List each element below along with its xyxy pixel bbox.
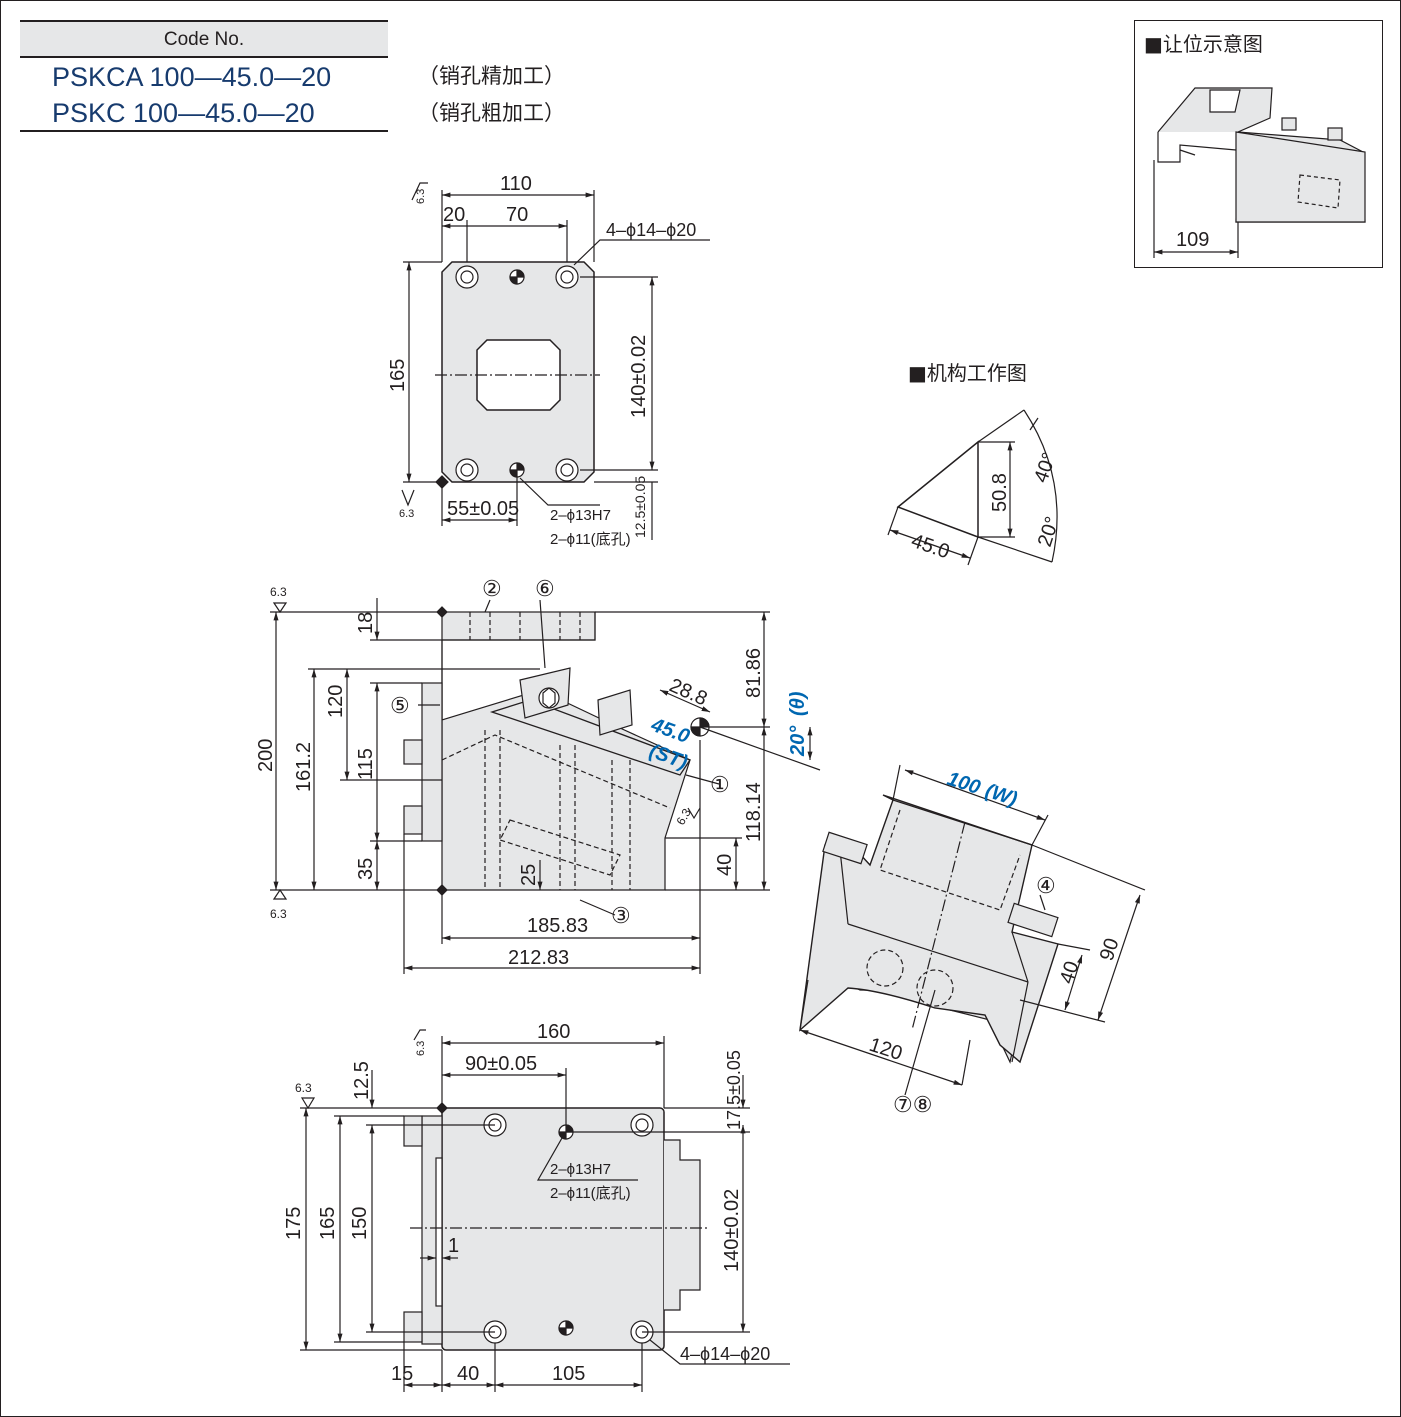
iso-dim-120: 120 xyxy=(866,1034,905,1065)
bottom-dim-105: 105 xyxy=(552,1363,585,1385)
side-dim-120: 120 xyxy=(325,685,347,718)
mech-dim-height: 50.8 xyxy=(989,473,1011,512)
top-dim-110: 110 xyxy=(500,173,532,195)
code-note-fine: （销孔精加工） xyxy=(418,64,565,88)
top-pin-callout-2: 2–ϕ11(底孔) xyxy=(550,531,631,548)
side-part-3: ③ xyxy=(611,903,631,928)
side-part-1: ① xyxy=(710,772,730,797)
side-dim-25: 25 xyxy=(518,864,540,886)
side-dim-161-2: 161.2 xyxy=(293,742,315,792)
bottom-dim-150: 150 xyxy=(349,1207,371,1240)
clearance-diagram xyxy=(1153,87,1366,258)
top-dim-165: 165 xyxy=(387,359,409,392)
side-dim-212-83: 212.83 xyxy=(508,947,569,969)
iso-width-label: (W) xyxy=(982,780,1020,811)
iso-part-4: ④ xyxy=(1036,873,1056,898)
bottom-dim-17-5: 17.5±0.05 xyxy=(724,1050,744,1130)
mech-dim-base: 45.0 xyxy=(908,530,952,563)
top-dim-140: 140±0.02 xyxy=(628,335,650,418)
bottom-dim-15: 15 xyxy=(391,1363,413,1385)
mechanism-diagram xyxy=(887,409,1058,566)
top-dim-20: 20 xyxy=(443,204,465,226)
top-dim-12-5: 12.5±0.05 xyxy=(632,476,648,538)
side-angle-label: (θ) xyxy=(787,691,809,716)
bottom-dim-90: 90±0.05 xyxy=(465,1053,537,1075)
side-roughness-top: 6.3 xyxy=(270,585,287,599)
code-table: Code No. PSKCA 100—45.0—20 PSKC 100—45.0… xyxy=(20,20,388,132)
clearance-diagram-box xyxy=(1134,20,1383,268)
bottom-roughness-left: 6.3 xyxy=(295,1081,312,1095)
iso-width: 100 xyxy=(944,768,983,799)
side-roughness-slope: 6.3 xyxy=(673,806,694,828)
side-dim-81-86: 81.86 xyxy=(743,648,765,698)
code-row-pskc: PSKC 100—45.0—20 xyxy=(52,98,315,128)
inset-dim-109: 109 xyxy=(1176,229,1209,251)
code-row-pskca: PSKCA 100—45.0—20 xyxy=(52,62,332,92)
mech-angle-upper: 40° xyxy=(1030,450,1061,486)
side-dim-18: 18 xyxy=(355,612,377,634)
mech-angle-lower: 20° xyxy=(1034,514,1064,550)
bottom-dim-175: 175 xyxy=(283,1207,305,1240)
side-dim-118-14: 118.14 xyxy=(743,782,765,842)
top-holes-callout: 4–ϕ14–ϕ20 xyxy=(606,220,696,240)
bottom-holes-callout: 4–ϕ14–ϕ20 xyxy=(680,1344,770,1364)
top-dim-55: 55±0.05 xyxy=(447,498,519,520)
top-pin-callout-1: 2–ϕ13H7 xyxy=(550,507,611,524)
bottom-dim-40: 40 xyxy=(457,1363,479,1385)
side-dim-28-8: 28.8 xyxy=(666,674,711,710)
side-roughness-bottom: 6.3 xyxy=(270,907,287,921)
bottom-dim-1: 1 xyxy=(448,1235,459,1257)
side-part-2: ② xyxy=(482,576,502,601)
bottom-roughness-top: 6.3 xyxy=(415,1041,427,1056)
side-dim-35: 35 xyxy=(355,858,377,880)
side-part-6: ⑥ xyxy=(535,576,555,601)
mechanism-diagram-title: ■机构工作图 xyxy=(908,361,1027,385)
bottom-dim-140: 140±0.02 xyxy=(721,1189,743,1272)
iso-dim-90: 90 xyxy=(1096,936,1124,964)
bottom-pin-callout-2: 2–ϕ11(底孔) xyxy=(550,1185,631,1202)
code-note-rough: （销孔粗加工） xyxy=(418,101,565,125)
top-dim-70: 70 xyxy=(506,204,528,226)
clearance-diagram-title: ■让位示意图 xyxy=(1144,32,1263,56)
side-dim-115: 115 xyxy=(355,748,377,780)
side-dim-185-83: 185.83 xyxy=(527,915,588,937)
side-dim-200: 200 xyxy=(255,739,277,772)
top-view-holes xyxy=(455,265,579,482)
side-view xyxy=(270,598,821,974)
iso-view xyxy=(799,764,1146,1096)
top-roughness-bottom: 6.3 xyxy=(399,508,414,520)
side-part-5: ⑤ xyxy=(390,693,410,718)
code-table-header: Code No. xyxy=(20,20,388,58)
bottom-dim-160: 160 xyxy=(537,1021,570,1043)
side-angle: 20° xyxy=(787,725,809,757)
bottom-pin-callout-1: 2–ϕ13H7 xyxy=(550,1161,611,1178)
bottom-dim-12-5: 12.5 xyxy=(351,1061,373,1100)
iso-part-7-8: ⑦⑧ xyxy=(893,1092,932,1117)
top-roughness-top: 6.3 xyxy=(415,189,427,204)
bottom-view xyxy=(300,1029,790,1392)
top-view xyxy=(401,182,710,540)
side-dim-40: 40 xyxy=(714,854,736,876)
bottom-dim-165: 165 xyxy=(317,1207,339,1240)
